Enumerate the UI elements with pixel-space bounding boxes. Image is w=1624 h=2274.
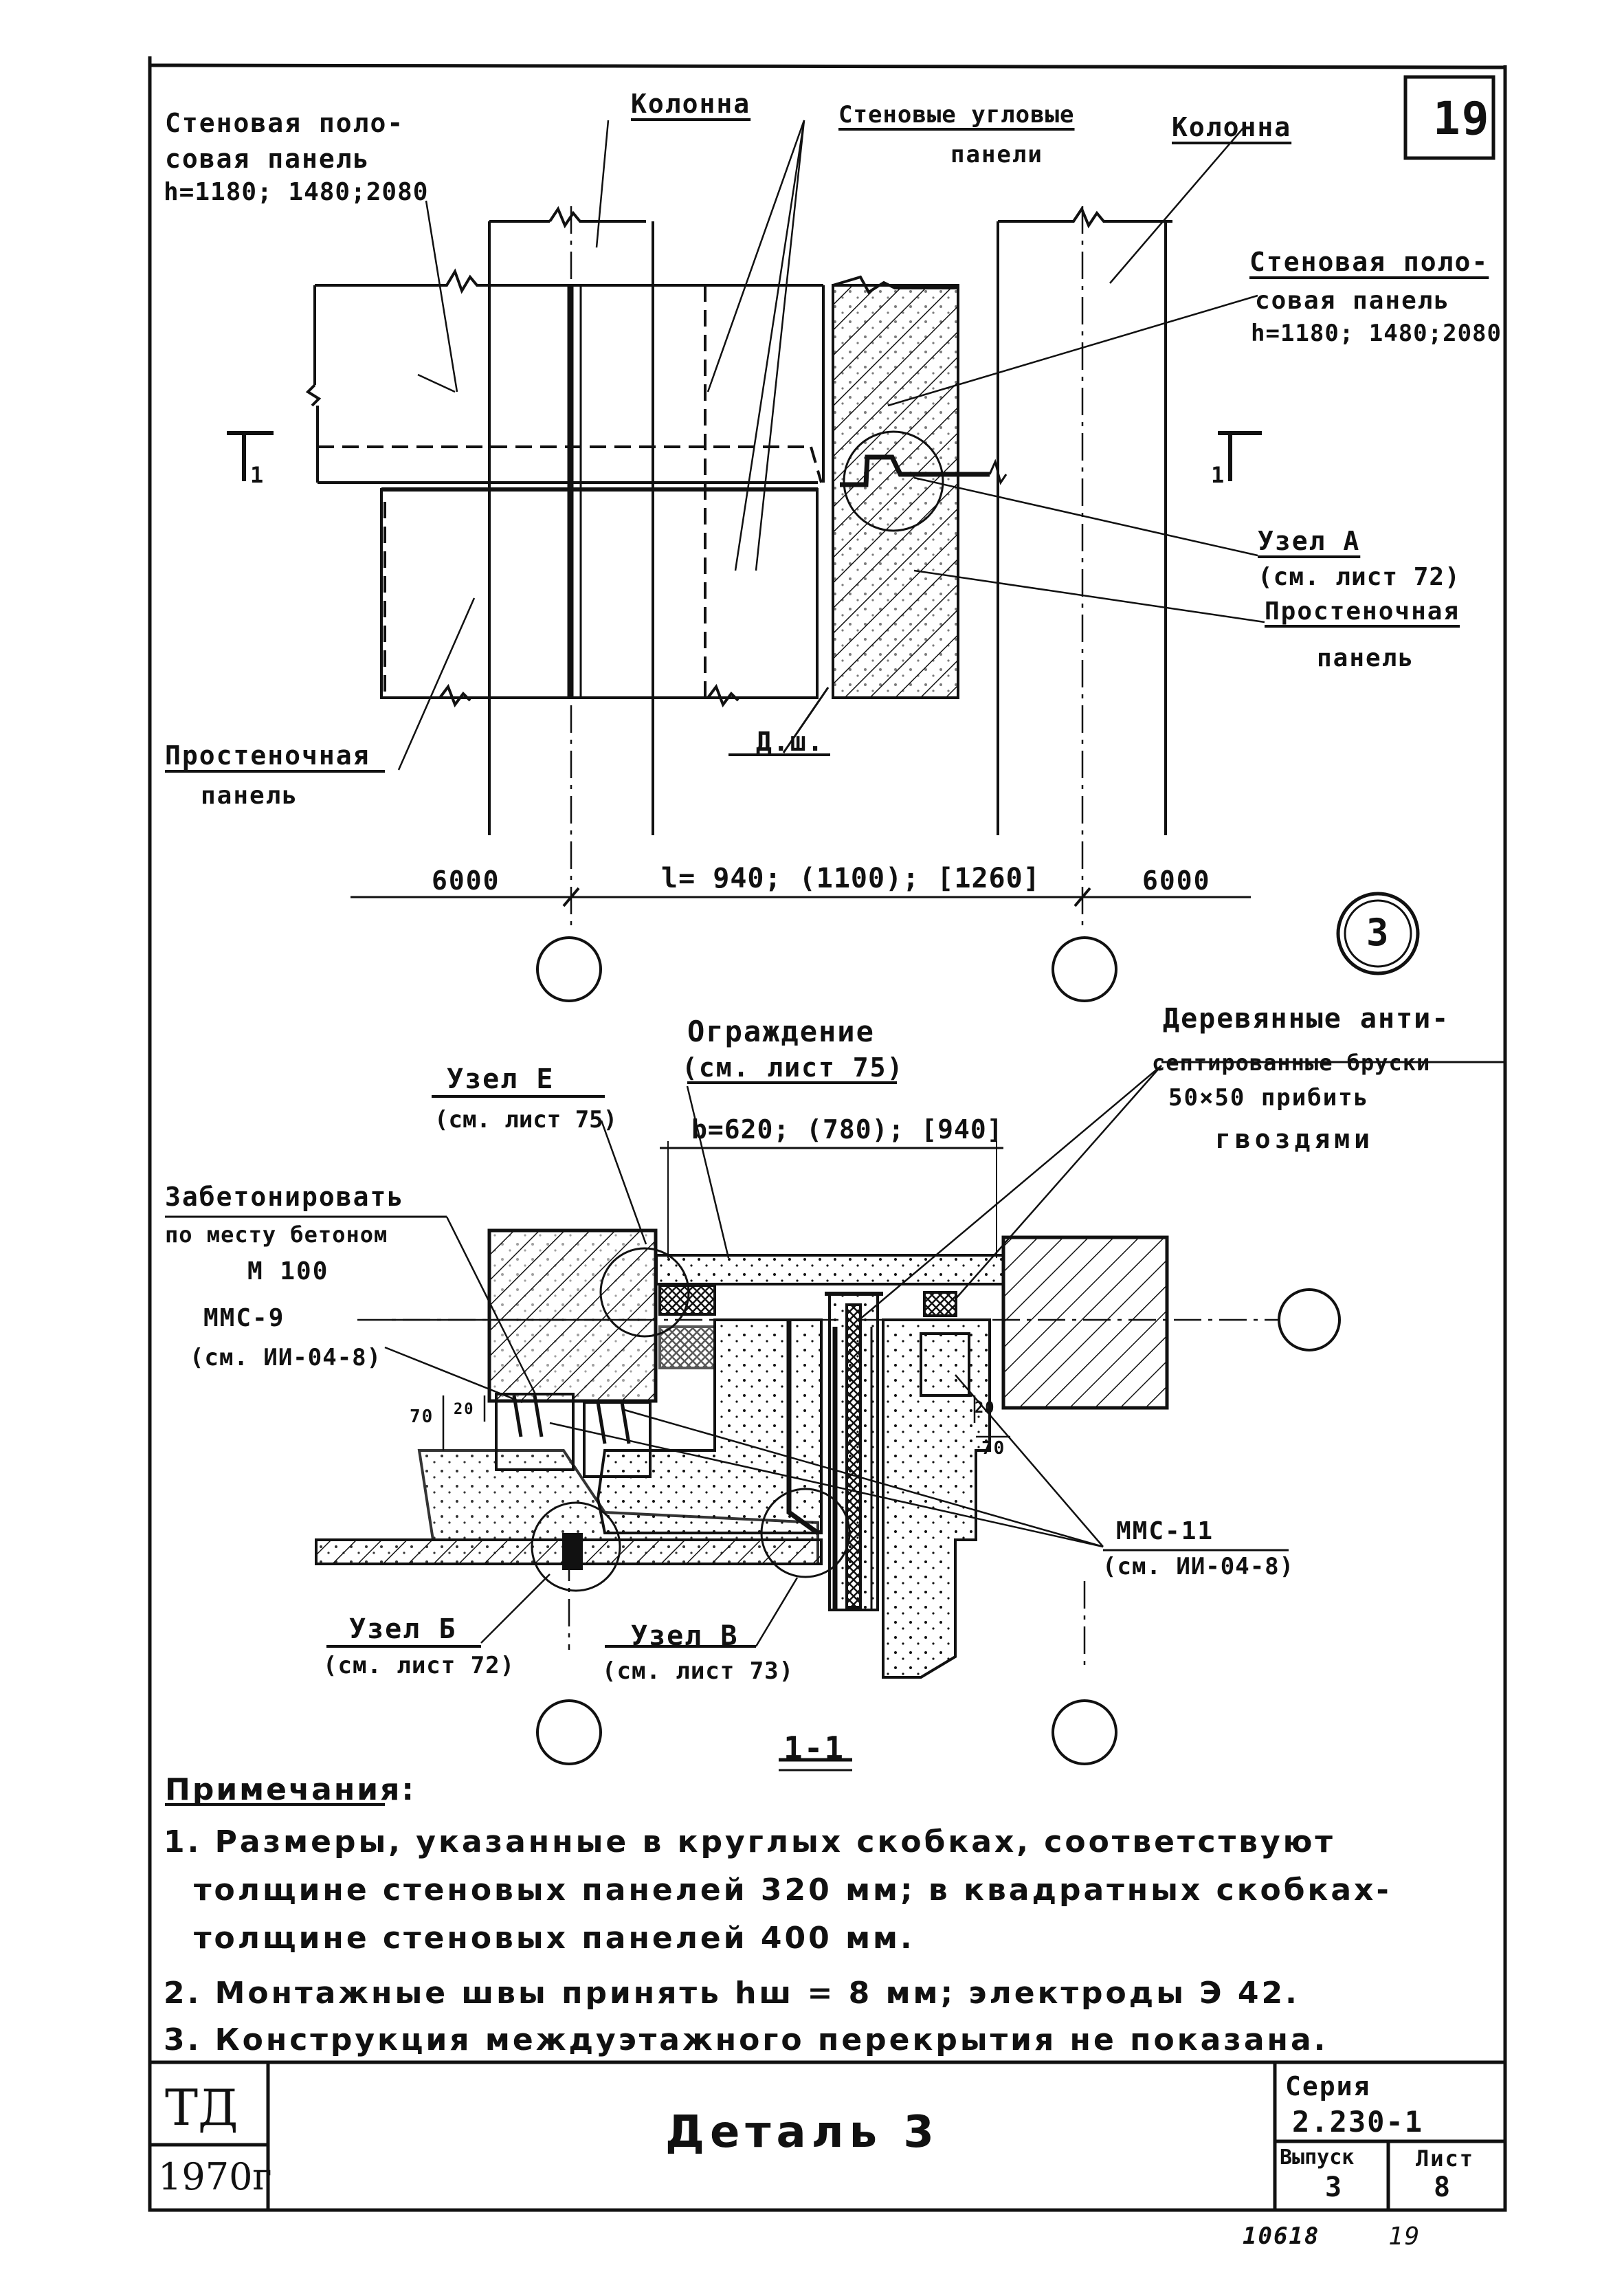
sheet-number: 19 bbox=[1433, 92, 1491, 145]
section-mark-right: 1 bbox=[1211, 462, 1226, 488]
note-line-5: 3. Конструкция междуэтажного перекрытия … bbox=[164, 2022, 1328, 2057]
sheet-label: Лист bbox=[1416, 2145, 1475, 2172]
dim-left: 6000 bbox=[432, 865, 500, 896]
label-node-a-2: (см. лист 72) bbox=[1258, 563, 1460, 591]
label-fence-2: (см. лист 75) bbox=[682, 1052, 904, 1083]
label-node-v-1: Узел В bbox=[631, 1620, 739, 1652]
title-td: ТД bbox=[165, 2079, 238, 2137]
footer-stamp-page: 19 bbox=[1388, 2222, 1421, 2251]
label-corner-panels-1: Стеновые угловые bbox=[838, 101, 1075, 129]
label-pier-panel-left-1: Простеночная bbox=[165, 740, 370, 771]
label-concrete-1: Забетонировать bbox=[165, 1182, 405, 1212]
label-wall-strip-panel-left-2: совая панель bbox=[165, 144, 370, 174]
title-block bbox=[150, 2060, 1505, 2210]
label-wall-strip-panel-right-1: Стеновая поло- bbox=[1249, 247, 1489, 277]
dim-right: 6000 bbox=[1142, 865, 1211, 896]
section-detail bbox=[165, 1061, 1505, 1806]
sheet-value: 8 bbox=[1434, 2172, 1452, 2203]
top-plan bbox=[165, 120, 1420, 1002]
series-value: 2.230-1 bbox=[1292, 2105, 1424, 2139]
issue-value: 3 bbox=[1325, 2172, 1344, 2203]
label-wood-bars-2: септированные бруски bbox=[1152, 1050, 1431, 1076]
label-pier-panel-right-2: панель bbox=[1317, 644, 1415, 672]
dim-20-left: 20 bbox=[454, 1401, 475, 1418]
label-wall-strip-panel-left-1: Стеновая поло- bbox=[165, 108, 405, 138]
label-wood-bars-1: Деревянные анти- bbox=[1163, 1003, 1450, 1035]
dim-mid: l= 940; (1100); [1260] bbox=[661, 863, 1041, 894]
label-mmc9-1: ММС-9 bbox=[203, 1304, 285, 1332]
footer-stamp-number: 10618 bbox=[1243, 2222, 1320, 2250]
detail-number: 3 bbox=[1366, 911, 1390, 954]
label-pier-panel-right-1: Простеночная bbox=[1265, 597, 1460, 626]
label-node-v-2: (см. лист 73) bbox=[602, 1657, 794, 1685]
label-dsh: Д.ш. bbox=[756, 727, 825, 757]
issue-label: Выпуск bbox=[1280, 2145, 1355, 2170]
label-node-b-1: Узел Б bbox=[349, 1613, 457, 1645]
label-node-e-1: Узел Е bbox=[447, 1063, 555, 1095]
label-corner-panels-2: панели bbox=[950, 141, 1043, 168]
section-title: 1-1 bbox=[783, 1730, 845, 1767]
label-concrete-3: М 100 bbox=[247, 1257, 329, 1285]
note-line-2: толщине стеновых панелей 320 мм; в квадр… bbox=[194, 1873, 1392, 1908]
note-line-4: 2. Монтажные швы принять hш = 8 мм; элек… bbox=[164, 1976, 1300, 2011]
label-wall-strip-panel-right-3: h=1180; 1480;2080 bbox=[1251, 320, 1502, 347]
label-mmc11-1: ММС-11 bbox=[1116, 1517, 1214, 1545]
note-line-1: 1. Размеры, указанные в круглых скобках,… bbox=[164, 1824, 1335, 1859]
label-mmc11-2: (см. ИИ-04-8) bbox=[1102, 1553, 1295, 1580]
section-mark-left: 1 bbox=[250, 462, 265, 488]
label-wood-bars-4: гвоздями bbox=[1215, 1124, 1375, 1154]
sheet-frame bbox=[148, 56, 1507, 2212]
label-column-right: Колонна bbox=[1172, 112, 1292, 142]
label-fence-1: Ограждение bbox=[687, 1015, 875, 1048]
series-label: Серия bbox=[1285, 2071, 1371, 2101]
label-node-a-1: Узел А bbox=[1258, 526, 1361, 556]
note-line-3: толщине стеновых панелей 400 мм. bbox=[194, 1921, 915, 1956]
drawing-title: Деталь 3 bbox=[665, 2107, 939, 2158]
dim-70-right: 70 bbox=[981, 1438, 1006, 1459]
title-year: 1970г bbox=[158, 2155, 272, 2198]
label-wall-strip-panel-right-2: совая панель bbox=[1255, 287, 1451, 315]
dim-20-right: 20 bbox=[975, 1400, 996, 1417]
dim-70-left: 70 bbox=[410, 1406, 434, 1427]
label-mmc9-2: (см. ИИ-04-8) bbox=[190, 1344, 382, 1371]
label-wall-strip-panel-left-3: h=1180; 1480;2080 bbox=[164, 178, 429, 206]
label-pier-panel-left-2: панель bbox=[201, 782, 299, 810]
label-wood-bars-3: 50×50 прибить bbox=[1168, 1084, 1370, 1112]
label-node-e-2: (см. лист 75) bbox=[434, 1106, 618, 1134]
label-b-dim: b=620; (780); [940] bbox=[691, 1114, 1003, 1145]
label-node-b-2: (см. лист 72) bbox=[323, 1652, 515, 1679]
notes-heading: Примечания: bbox=[165, 1772, 416, 1807]
label-column-left: Колонна bbox=[631, 89, 751, 119]
label-concrete-2: по месту бетоном bbox=[165, 1222, 388, 1248]
